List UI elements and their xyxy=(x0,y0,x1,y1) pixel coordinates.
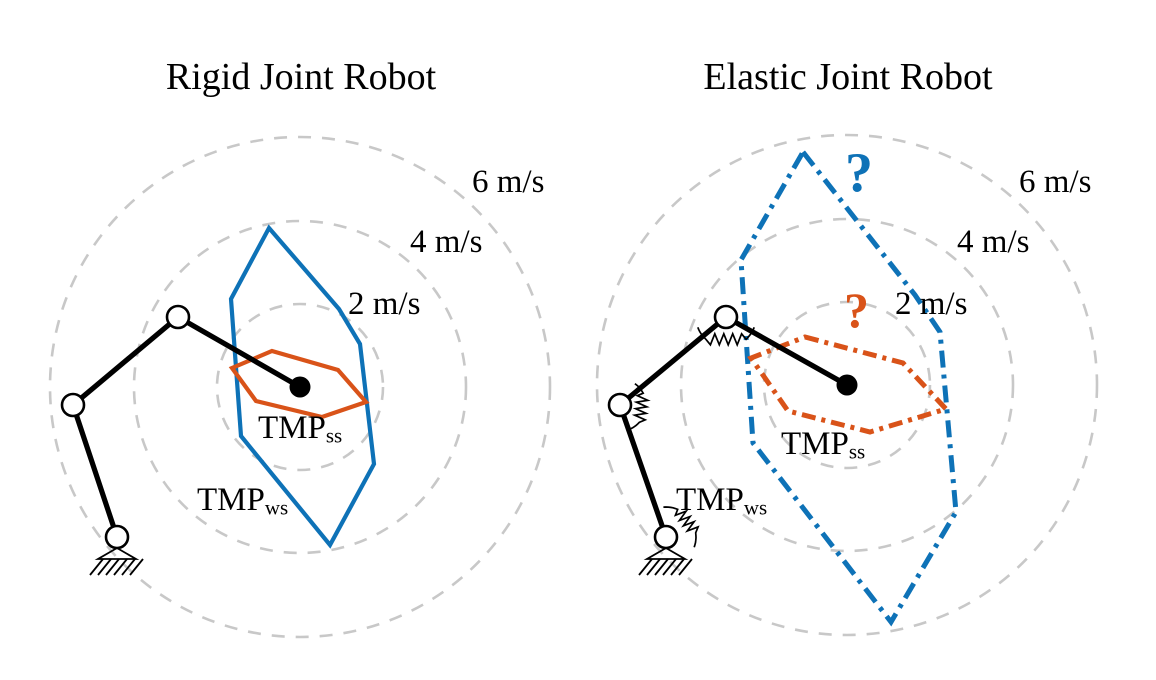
shoulder-joint-rigid xyxy=(165,304,191,330)
ground-hatch-elastic xyxy=(670,558,685,576)
joint-spring-2-elastic xyxy=(663,506,700,548)
ring-label-2ms-elastic: 2 m/s xyxy=(895,286,968,322)
speed-ring-6-m/s xyxy=(595,133,1099,637)
end-effector-rigid xyxy=(289,376,311,398)
robot-arm-rigid xyxy=(60,304,311,576)
speed-ring-4-m/s xyxy=(679,217,1015,553)
ground-triangle-rigid xyxy=(94,546,140,560)
ground-hatch-rigid xyxy=(121,558,136,576)
ground-triangle-elastic xyxy=(643,546,689,560)
speed-ring-4-m/s xyxy=(132,219,468,555)
ground-hatch-rigid xyxy=(129,558,144,576)
label-tmp-ws-elastic: TMPws xyxy=(676,484,767,519)
ground-hatch-rigid xyxy=(89,558,104,576)
label-tmp-ws-rigid-sub: ws xyxy=(264,495,289,520)
robot-arm-elastic xyxy=(607,304,858,576)
ground-hatch-elastic xyxy=(638,558,653,576)
tmp-ss-polygon-elastic xyxy=(747,334,951,435)
ground-hatch-rigid xyxy=(113,558,128,576)
ground-hatch-elastic xyxy=(678,558,693,576)
panel-elastic-drawing xyxy=(595,133,1099,637)
elbow-joint-rigid xyxy=(60,392,86,418)
question-mark-state: ? xyxy=(844,282,869,338)
tmp-ws-polygon-rigid xyxy=(228,224,377,549)
label-tmp-ws-rigid-main: TMP xyxy=(197,482,265,518)
joint-spring-0-elastic xyxy=(697,326,755,348)
base-joint-rigid xyxy=(104,524,130,550)
ring-label-6ms-rigid: 6 m/s xyxy=(472,164,545,200)
label-tmp-ss-elastic-sub: ss xyxy=(848,439,866,464)
label-tmp-ss-elastic: TMPss xyxy=(781,428,865,463)
speed-ring-6-m/s xyxy=(48,135,552,639)
label-tmp-ss-rigid-main: TMP xyxy=(258,410,326,446)
end-effector-elastic xyxy=(836,374,858,396)
tmp-ws-polygon-elastic xyxy=(738,147,959,627)
label-tmp-ss-rigid-sub: ss xyxy=(325,423,343,448)
ground-hatch-elastic xyxy=(662,558,677,576)
ground-hatch-rigid xyxy=(97,558,112,576)
robot-links-rigid xyxy=(69,313,303,540)
panel-title-rigid: Rigid Joint Robot xyxy=(165,56,437,98)
label-tmp-ws-elastic-main: TMP xyxy=(676,482,744,518)
label-tmp-ss-rigid: TMPss xyxy=(258,412,342,447)
base-joint-elastic xyxy=(653,524,679,550)
joint-spring-1-elastic xyxy=(628,383,651,431)
ring-label-4ms-elastic: 4 m/s xyxy=(957,224,1030,260)
label-tmp-ws-rigid: TMPws xyxy=(197,484,288,519)
robot-links-elastic xyxy=(616,313,850,540)
ring-label-4ms-rigid: 4 m/s xyxy=(410,224,483,260)
shoulder-joint-elastic xyxy=(713,304,739,330)
label-tmp-ws-elastic-sub: ws xyxy=(743,495,768,520)
ring-label-6ms-elastic: 6 m/s xyxy=(1019,164,1092,200)
panel-rigid-drawing xyxy=(48,135,552,639)
question-mark-workspace: ? xyxy=(845,142,873,204)
ring-label-2ms-rigid: 2 m/s xyxy=(348,286,421,322)
ground-hatch-elastic xyxy=(654,558,669,576)
elbow-joint-elastic xyxy=(607,392,633,418)
ground-hatch-elastic xyxy=(646,558,661,576)
speed-ring-2-m/s xyxy=(762,300,932,470)
ground-hatch-rigid xyxy=(105,558,120,576)
tmp-ss-polygon-rigid xyxy=(228,348,370,420)
panel-title-elastic: Elastic Joint Robot xyxy=(703,56,993,98)
label-tmp-ss-elastic-main: TMP xyxy=(781,426,849,462)
speed-ring-2-m/s xyxy=(215,302,385,472)
